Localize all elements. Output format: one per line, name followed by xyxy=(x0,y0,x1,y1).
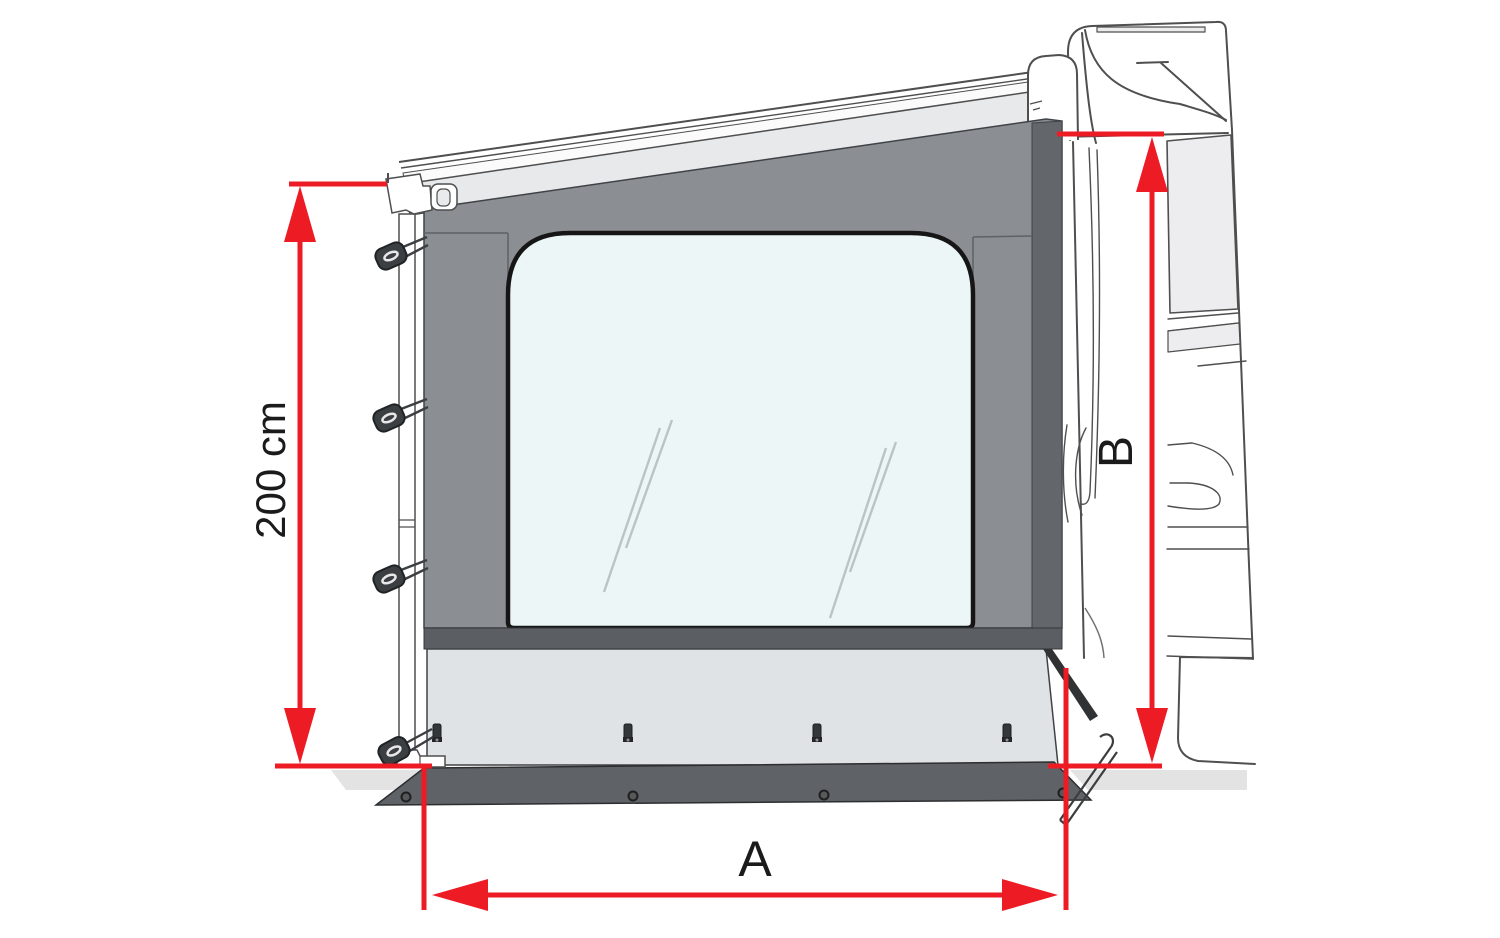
dimension-labels: 200 cm A B xyxy=(247,401,1143,887)
dimension-lines xyxy=(275,131,1164,910)
vehicle-sill-lines xyxy=(1166,635,1254,660)
support-strap-curve xyxy=(1084,607,1105,659)
grommet-icon xyxy=(818,789,830,801)
skirt-fasteners xyxy=(432,723,1012,742)
panel-window xyxy=(505,230,976,631)
toggle-peg-icon xyxy=(1002,723,1012,742)
vehicle-trim-tick xyxy=(1197,360,1247,367)
vehicle-door-lines xyxy=(1166,526,1250,550)
vehicle-body-outline xyxy=(1067,20,1254,660)
vehicle-lower-trim-band xyxy=(1167,322,1241,353)
vehicle-roof-trim xyxy=(1096,26,1206,33)
case-top-line xyxy=(398,70,1041,163)
ground-shadow-right xyxy=(1070,770,1247,790)
awning-case xyxy=(398,53,1079,216)
dim-b-label: B xyxy=(1090,436,1143,468)
window-reflection-lines xyxy=(602,419,898,619)
vehicle-door-handle-recess xyxy=(1167,482,1221,510)
dim-a-label: A xyxy=(738,831,772,887)
side-panel xyxy=(423,118,1063,650)
dim-b-arrow-up xyxy=(1136,137,1168,192)
base-strip xyxy=(373,761,1093,806)
case-end-cap-marks xyxy=(1029,100,1043,111)
vehicle-front-edge xyxy=(1067,51,1085,659)
panel-right-strip xyxy=(1031,120,1063,629)
dim-b-arrow-down xyxy=(1136,708,1168,763)
ground-shadows xyxy=(331,770,1247,790)
grommet-icon xyxy=(627,790,639,802)
vehicle-cowl-curve xyxy=(1081,32,1097,144)
support-leg xyxy=(1043,649,1098,721)
vehicle-door-handle-lines xyxy=(1167,442,1234,484)
vehicle-windshield-lines xyxy=(1136,61,1227,122)
dim-a-arrow-left xyxy=(432,879,488,911)
toggle-peg-icon xyxy=(432,723,442,742)
vehicle-door-front-curves xyxy=(1062,424,1087,523)
fabric-hooks xyxy=(372,235,434,766)
tension-hook-icon xyxy=(377,736,411,766)
dim-200-arrow-up xyxy=(284,186,316,242)
lead-bar-end-bracket xyxy=(385,173,433,215)
panel-bottom-band xyxy=(423,627,1063,650)
tension-pole xyxy=(398,213,416,767)
toggle-peg-icon xyxy=(623,723,633,742)
base-strip-panel xyxy=(373,761,1093,806)
grommet-icon xyxy=(400,791,412,803)
toggle-peg-icon xyxy=(812,723,822,742)
front-pole-assembly xyxy=(385,173,458,768)
hook-straps xyxy=(400,235,434,754)
dimension-arrowheads xyxy=(284,137,1168,911)
tension-hook-icon xyxy=(372,564,406,594)
vehicle-wheel-arch xyxy=(1177,656,1256,765)
vehicle-a-pillar-curve xyxy=(1084,29,1227,121)
vehicle-door-seam xyxy=(1080,147,1101,505)
lead-bar-knob-inner xyxy=(436,188,451,207)
dim-a-arrow-right xyxy=(1002,879,1058,911)
dim-200-label: 200 cm xyxy=(247,401,294,539)
tension-hook-icon xyxy=(374,241,408,271)
pole-joint-lines xyxy=(399,519,415,528)
skirt xyxy=(426,648,1059,766)
dim-200-arrow-down xyxy=(284,708,316,764)
skirt-panel xyxy=(426,648,1059,766)
vehicle-side-window xyxy=(1166,134,1239,314)
case-end-cap xyxy=(1027,53,1079,141)
case-top-line-2 xyxy=(400,76,1042,169)
tension-hook-icon xyxy=(372,403,406,433)
